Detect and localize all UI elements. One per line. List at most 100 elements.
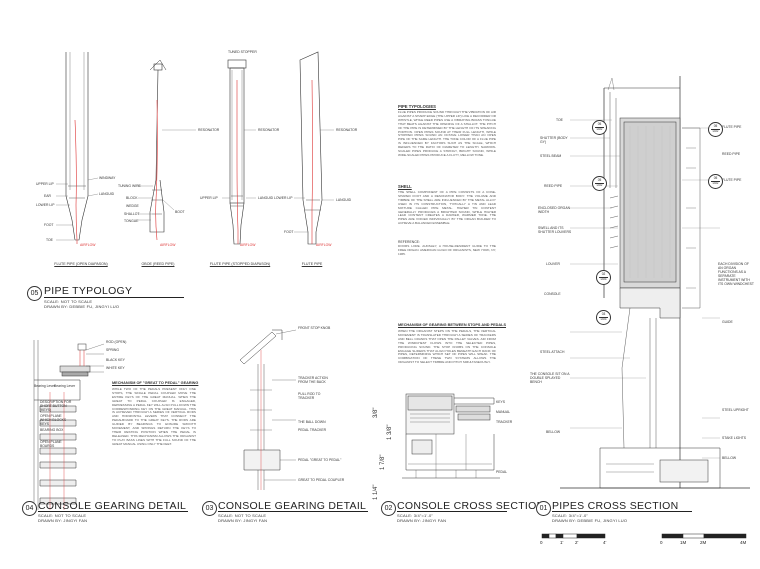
- label-languid: LANGUID: [99, 192, 115, 196]
- scale-imperial-4: 4': [603, 540, 607, 545]
- pipe-stopped-diapason-drawing: [227, 59, 247, 245]
- title-console-cross-section: CONSOLE CROSS SECTION: [397, 500, 545, 512]
- drawn-by-01: DRAWN BY: DEBBIE FU, JINGYI LUO: [552, 518, 628, 523]
- label-airflow-2: AIRFLOW: [160, 243, 176, 247]
- drawn-by-02: DRAWN BY: JINGYI FAN: [397, 518, 447, 523]
- pipe-oboe-drawing: [149, 59, 167, 241]
- heading-gearing-stops-pedals: MECHANISM OF GEARING BETWEEN STOPS AND P…: [398, 323, 507, 327]
- label-pedal: PEDAL: [496, 470, 508, 474]
- label-pull-rod: PULL ROD TO TRACKER: [298, 392, 321, 400]
- label-airflow-4: AIRFLOW: [316, 243, 332, 247]
- label-airflow-3: AIRFLOW: [240, 243, 256, 247]
- label-languid-3: LANGUID: [336, 198, 352, 202]
- title-rule-01: [552, 511, 692, 512]
- label-shutter: SHUTTER (BODY GY): [540, 136, 568, 144]
- heading-pipe-typologies: PIPE TYPOLOGIES: [398, 104, 436, 109]
- reference-text: DOORS LORE. AUDSLEY, A HOUSE-RESIDENT GU…: [398, 245, 496, 256]
- heading-shell: SHELL: [398, 184, 412, 189]
- title-console-gearing-03: CONSOLE GEARING DETAIL: [218, 500, 367, 512]
- label-shallot: SHALLOT: [124, 212, 140, 216]
- label-flute-pipe-r1: FLUTE PIPE: [722, 125, 742, 129]
- label-spring: SPRING: [106, 348, 119, 352]
- console-cross-section-drawing: [402, 393, 500, 479]
- console-gearing-04-drawing: [33, 340, 105, 510]
- body-shell: THE SHELL COMPONENT OF A PIPE CONSISTS O…: [398, 191, 496, 226]
- label-boot: BOOT: [175, 210, 185, 214]
- label-guide: GUIDE: [722, 320, 733, 324]
- label-wedge: WEDGE: [126, 204, 139, 208]
- label-block: BLOCK: [126, 196, 138, 200]
- label-toe-01: TOE: [556, 118, 563, 122]
- label-tongue: TONGUE: [124, 219, 139, 223]
- title-rule-03: [218, 511, 368, 512]
- scale-bar-graphic: [541, 533, 747, 539]
- title-pipes-cross-section: PIPES CROSS SECTION: [552, 500, 679, 512]
- label-reed-pipe-left: REED PIPE: [544, 184, 563, 188]
- label-keys: KEYS: [496, 400, 506, 404]
- label-swell-shutters: SWELL AND ITS SHUTTER LOUVERS: [538, 226, 572, 234]
- scale-03: SCALE: NOT TO SCALE: [218, 513, 267, 518]
- title-rule-02: [397, 511, 507, 512]
- caption-open-diapason: FLUTE PIPE (OPEN DIAPASON): [54, 262, 108, 266]
- label-open-plane-boards: OPEN PLANE BOARDS: [40, 440, 62, 448]
- label-bearing-lever-1: Bearing Lever: [34, 384, 56, 388]
- label-bearing-box: BEARING BOX: [40, 428, 64, 432]
- scale-01: SCALE: 3/4"=1'-0": [552, 513, 589, 518]
- label-foot: FOOT: [44, 223, 54, 227]
- label-black-key: BLACK KEY: [106, 358, 125, 362]
- label-reed-pipe-r: REED PIPE: [722, 152, 741, 156]
- label-stake-lights: STAKE LIGHTS: [722, 436, 747, 440]
- title-console-gearing-04: CONSOLE GEARING DETAIL: [38, 500, 187, 512]
- drawn-by-05: DRAWN BY: DEBBIE FU, JINGYI LUO: [44, 304, 120, 309]
- section-number-01: 01: [536, 501, 551, 516]
- label-tracker: TRACKER: [496, 420, 513, 424]
- label-manual: MANUAL: [496, 410, 511, 414]
- caption-oboe: OBOE (REED PIPE): [141, 262, 175, 266]
- body-great-to-pedal: WHILE TWO OF THE PEDALS PRESENT ONLY ONE…: [112, 388, 196, 446]
- label-tuned-stopper: TUNED STOPPER: [228, 50, 257, 54]
- label-lower-lip-3: LOWER LIP: [274, 196, 293, 200]
- label-rod-open: ROD (OPEN): [106, 340, 127, 344]
- scale-04: SCALE: NOT TO SCALE: [38, 513, 87, 518]
- caption-flute: FLUTE PIPE: [301, 262, 323, 266]
- label-steel-upright: STEEL UPRIGHT: [722, 408, 749, 412]
- title-rule-04: [38, 511, 188, 512]
- label-white-key: WHITE KEY: [106, 366, 125, 370]
- label-bellow-left: BELLOW: [546, 430, 561, 434]
- label-each-division: EACH DIVISION OF AN ORGAN FUNCTIONS AS A…: [718, 262, 754, 286]
- scale-metric-2: 2M: [700, 540, 707, 545]
- section-number-04: 04: [22, 501, 37, 516]
- pipe-leaders: [56, 129, 334, 241]
- label-enclosed-organ: ENCLOSED ORGAN WIDTH: [538, 206, 571, 214]
- label-great-to-pedal-coupler: GREAT TO PEDAL COUPLER: [298, 478, 345, 482]
- scale-imperial-0: 0: [540, 540, 543, 545]
- label-upper-lip-2: UPPER LIP: [200, 196, 218, 200]
- label-languid-2: LANGUID: [258, 196, 274, 200]
- label-resonator-3: RESONATOR: [336, 128, 358, 132]
- title-rule-05: [44, 297, 184, 298]
- label-open-plane-blocks: OPEN PLANE WHICH BLOCKS KEYS: [40, 414, 67, 426]
- label-console-01: CONSOLE: [544, 292, 561, 296]
- scale-metric-4: 4M: [740, 540, 747, 545]
- body-gearing-stops-pedals: WHEN THE ORGANIST STEPS ON THE PEDALS, T…: [398, 330, 496, 365]
- section-number-03: 03: [202, 501, 217, 516]
- label-description-short-button: DESCRIPTION FOR SHORT BUTTON (KEYS): [40, 400, 72, 412]
- section-number-05: 05: [27, 286, 42, 301]
- label-toe: TOE: [46, 238, 53, 242]
- label-flute-pipe-r2: FLUTE PIPE: [722, 178, 742, 182]
- dim-1-7-8: 1 7/8": [380, 454, 386, 470]
- body-pipe-typologies: FLUE PIPES PRODUCE SOUND THROUGH THE VIB…: [398, 111, 496, 157]
- dim-1-3-8: 1 3/8": [387, 424, 393, 440]
- heading-great-to-pedal: MECHANISM OF "GREAT TO PEDAL" GEARING: [112, 381, 199, 385]
- scale-02: SCALE: 3/4"=1'-0": [397, 513, 434, 518]
- label-louver: LOUVER: [546, 262, 560, 266]
- title-pipe-typology: PIPE TYPOLOGY: [44, 285, 133, 297]
- label-tracker-action: TRACKER ACTION FROM THE BACK: [298, 376, 328, 384]
- section-number-02: 02: [381, 501, 396, 516]
